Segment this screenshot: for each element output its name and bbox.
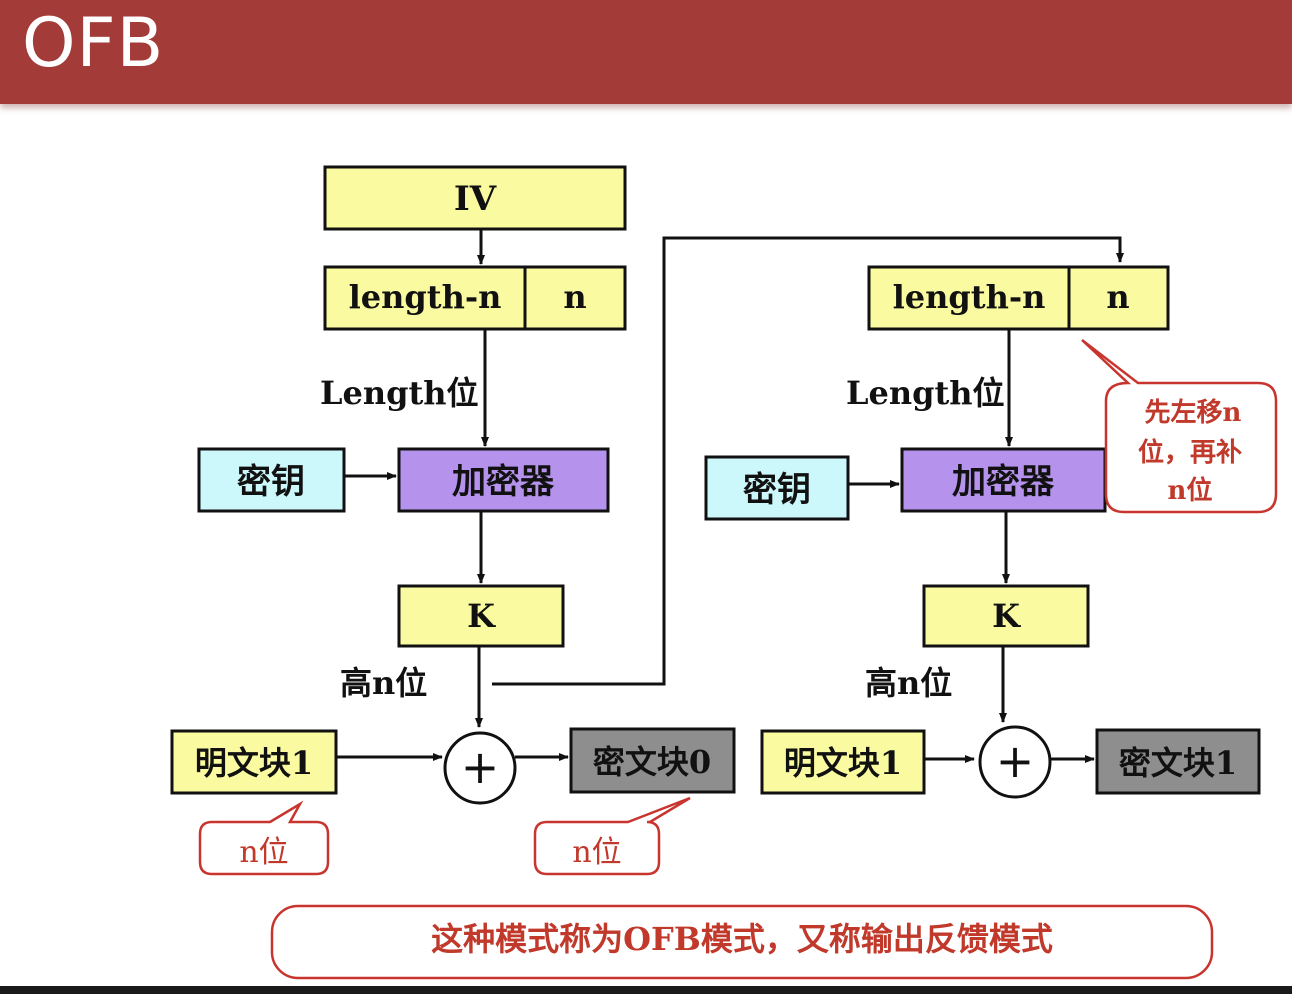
right-branch: length-n n Length位 密钥 加密器 K 高n位 明文块1 + 密… bbox=[704, 265, 1261, 799]
plaintext-box bbox=[170, 729, 338, 795]
register-length-label-right: length-n bbox=[893, 278, 1046, 316]
key-box bbox=[197, 447, 346, 513]
ciphertext-box-right bbox=[1095, 728, 1261, 795]
encryptor-box bbox=[397, 447, 610, 513]
ciphertext-label: 密文块0 bbox=[593, 743, 711, 781]
iv-label: IV bbox=[454, 179, 497, 219]
encryptor-label-right: 加密器 bbox=[952, 462, 1055, 502]
iv-box bbox=[323, 165, 627, 231]
shift-callout-line2: 位，再补 bbox=[1138, 437, 1242, 468]
length-bits-label-right: Length位 bbox=[846, 374, 1005, 412]
summary-banner-border bbox=[270, 904, 1214, 980]
key-label-right: 密钥 bbox=[743, 470, 811, 510]
key-label: 密钥 bbox=[237, 462, 305, 502]
summary-banner: 这种模式称为OFB模式，又称输出反馈模式 bbox=[270, 904, 1214, 980]
register-n-label: n bbox=[563, 278, 586, 316]
length-bits-label: Length位 bbox=[320, 374, 479, 412]
ciphertext-box bbox=[569, 727, 736, 794]
shift-register-left bbox=[323, 265, 627, 331]
high-bits-label-right: 高n位 bbox=[865, 664, 952, 702]
xor-node-right bbox=[978, 725, 1052, 799]
feedback-path bbox=[492, 236, 1124, 686]
plaintext-bits-label: n位 bbox=[239, 835, 288, 870]
xor-node bbox=[443, 731, 517, 805]
ciphertext-bits-bubble bbox=[533, 796, 691, 876]
encryptor-label: 加密器 bbox=[452, 462, 555, 502]
slide-title: OFB bbox=[22, 4, 165, 83]
high-bits-label: 高n位 bbox=[340, 664, 427, 702]
shift-callout-line3: n位 bbox=[1168, 475, 1213, 506]
encryptor-box-right bbox=[900, 447, 1107, 513]
shift-callout-line1: 先左移n bbox=[1145, 398, 1242, 428]
shift-callout: 先左移n 位，再补 n位 bbox=[1081, 339, 1278, 514]
ciphertext-bits-callout: n位 bbox=[533, 796, 691, 876]
k-box bbox=[397, 584, 565, 648]
bottom-edge-bar bbox=[0, 986, 1292, 994]
plaintext-label: 明文块1 bbox=[195, 744, 313, 782]
plaintext-bits-bubble bbox=[198, 800, 330, 876]
register-n-label-right: n bbox=[1106, 278, 1129, 316]
xor-symbol-right: + bbox=[996, 734, 1035, 788]
left-branch: IV length-n n Length位 密钥 加密器 K 高n位 明文块1 bbox=[170, 165, 736, 805]
register-length-label: length-n bbox=[349, 278, 502, 316]
plaintext-bits-callout: n位 bbox=[198, 800, 330, 876]
ciphertext-label-right: 密文块1 bbox=[1119, 744, 1237, 782]
shift-callout-bubble bbox=[1081, 339, 1278, 514]
title-bar: OFB bbox=[0, 0, 1292, 104]
k-label: K bbox=[467, 597, 496, 635]
plaintext-box-right bbox=[760, 729, 926, 795]
k-label-right: K bbox=[992, 597, 1021, 635]
ciphertext-bits-label: n位 bbox=[572, 835, 621, 870]
k-box-right bbox=[922, 584, 1090, 648]
shift-register-right bbox=[867, 265, 1170, 331]
plaintext-label-right: 明文块1 bbox=[784, 744, 902, 782]
xor-symbol: + bbox=[461, 740, 500, 794]
key-box-right bbox=[704, 455, 850, 521]
summary-banner-text: 这种模式称为OFB模式，又称输出反馈模式 bbox=[431, 920, 1053, 958]
